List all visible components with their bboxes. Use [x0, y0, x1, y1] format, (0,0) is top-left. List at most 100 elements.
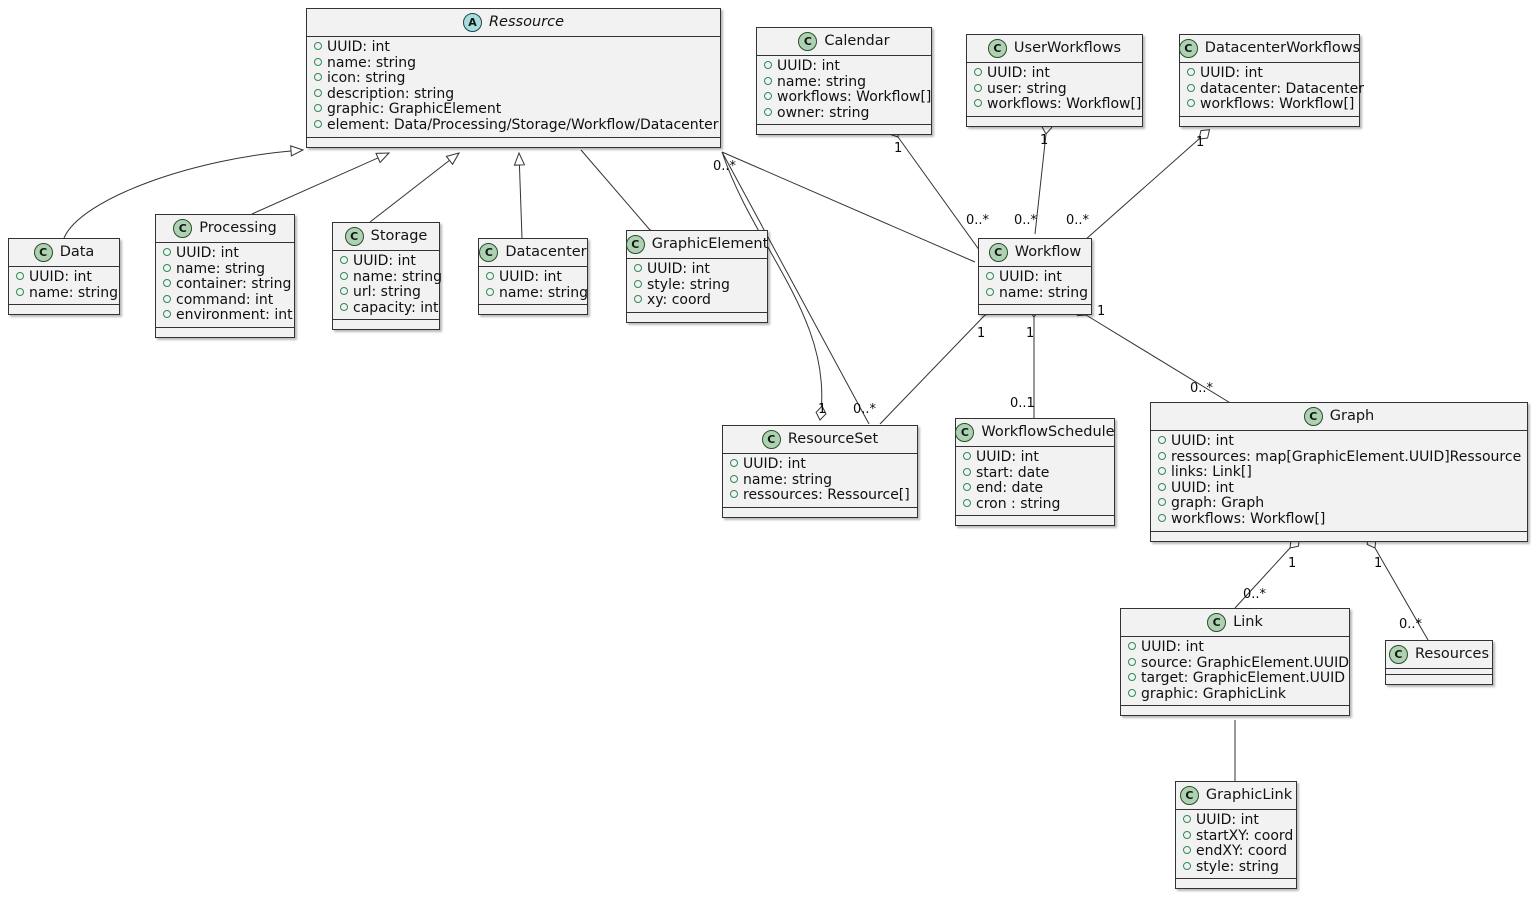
class-methods-compartment [967, 115, 1142, 126]
attribute-row: name: string [486, 285, 588, 302]
visibility-public-icon [986, 272, 994, 280]
visibility-public-icon [1158, 451, 1166, 460]
attribute-label: name: string [999, 284, 1089, 301]
class-methods-compartment [307, 136, 720, 147]
visibility-public-icon [1183, 861, 1191, 870]
class-name-graphicelement: GraphicElement [651, 236, 769, 252]
attribute-row: UUID: int [634, 261, 761, 278]
visibility-public-icon [314, 57, 322, 66]
class-methods-compartment [1386, 674, 1492, 684]
class-methods-compartment [979, 304, 1091, 315]
attribute-label: ressources: map[GraphicElement.UUID]Ress… [1171, 448, 1522, 465]
visibility-public-icon [1183, 830, 1191, 839]
visibility-public-icon [730, 459, 738, 467]
class-name-ressource: Ressource [488, 14, 565, 30]
attribute-row: capacity: int [340, 300, 439, 317]
multiplicity-label: 0..* [1243, 587, 1267, 602]
attribute-row: UUID: int [314, 39, 714, 56]
attribute-row: graphic: GraphicLink [1128, 686, 1343, 703]
attribute-label: UUID: int [29, 269, 92, 285]
visibility-public-icon [764, 76, 772, 85]
attribute-label: graphic: GraphicElement [327, 101, 502, 118]
multiplicity-label: 1 [1097, 304, 1106, 319]
edge-datacenter-inherits-ressource [513, 151, 526, 239]
visibility-public-icon [1128, 657, 1136, 666]
multiplicity-label: 0..* [713, 159, 737, 174]
visibility-public-icon [963, 452, 971, 460]
attribute-row: url: string [340, 285, 433, 301]
class-icon: C [987, 39, 1007, 58]
visibility-public-icon [1187, 68, 1195, 76]
attribute-label: end: date [976, 480, 1044, 497]
class-icon: C [988, 243, 1008, 262]
visibility-public-icon [163, 263, 171, 272]
class-name-link: Link [1233, 614, 1263, 630]
attribute-label: name: string [353, 268, 443, 285]
visibility-public-icon [1187, 99, 1195, 108]
visibility-public-icon [634, 279, 642, 288]
attribute-label: datacenter: Datacenter [1200, 80, 1364, 97]
visibility-public-icon [764, 92, 772, 101]
attribute-label: target: GraphicElement.UUID [1141, 670, 1346, 687]
attribute-row: UUID: int [974, 65, 1136, 82]
visibility-public-icon [764, 61, 772, 69]
attribute-label: links: Link[] [1171, 464, 1252, 481]
attribute-label: UUID: int [1200, 65, 1263, 81]
attribute-label: UUID: int [999, 269, 1062, 285]
attribute-label: workflows: Workflow[] [777, 89, 932, 106]
attribute-label: UUID: int [1141, 639, 1204, 655]
visibility-public-icon [340, 271, 348, 280]
edge-datacenterworkflows-to-workflow [1084, 129, 1211, 241]
attribute-label: UUID: int [1171, 479, 1234, 496]
attribute-row: style: string [1183, 859, 1290, 876]
class-name-resources: Resources [1414, 646, 1490, 662]
visibility-public-icon [314, 119, 322, 128]
attribute-row: endXY: coord [1183, 844, 1290, 860]
attribute-label: UUID: int [1196, 812, 1259, 828]
edge-calendar-to-workflow [889, 124, 986, 259]
attribute-row: links: Link[] [1158, 465, 1521, 481]
visibility-public-icon [340, 256, 348, 264]
attribute-row: UUID: int [16, 269, 113, 286]
attribute-label: style: string [647, 276, 730, 293]
attribute-label: owner: string [777, 104, 870, 121]
attribute-label: UUID: int [743, 456, 806, 472]
class-methods-compartment [1176, 878, 1296, 889]
class-name-graphiclink: GraphicLink [1205, 787, 1293, 803]
class-icon: C [479, 243, 499, 262]
visibility-public-icon [730, 490, 738, 499]
class-methods-compartment [1121, 705, 1349, 716]
visibility-public-icon [1158, 498, 1166, 507]
class-attributes-graph: UUID: int ressources: map[GraphicElement.… [1151, 431, 1527, 531]
attribute-label: UUID: int [976, 449, 1039, 465]
class-name-calendar: Calendar [824, 33, 890, 49]
attribute-label: name: string [499, 284, 589, 301]
multiplicity-label: 1 [1026, 326, 1035, 341]
visibility-public-icon [963, 498, 971, 507]
attribute-label: graph: Graph [1171, 495, 1265, 512]
